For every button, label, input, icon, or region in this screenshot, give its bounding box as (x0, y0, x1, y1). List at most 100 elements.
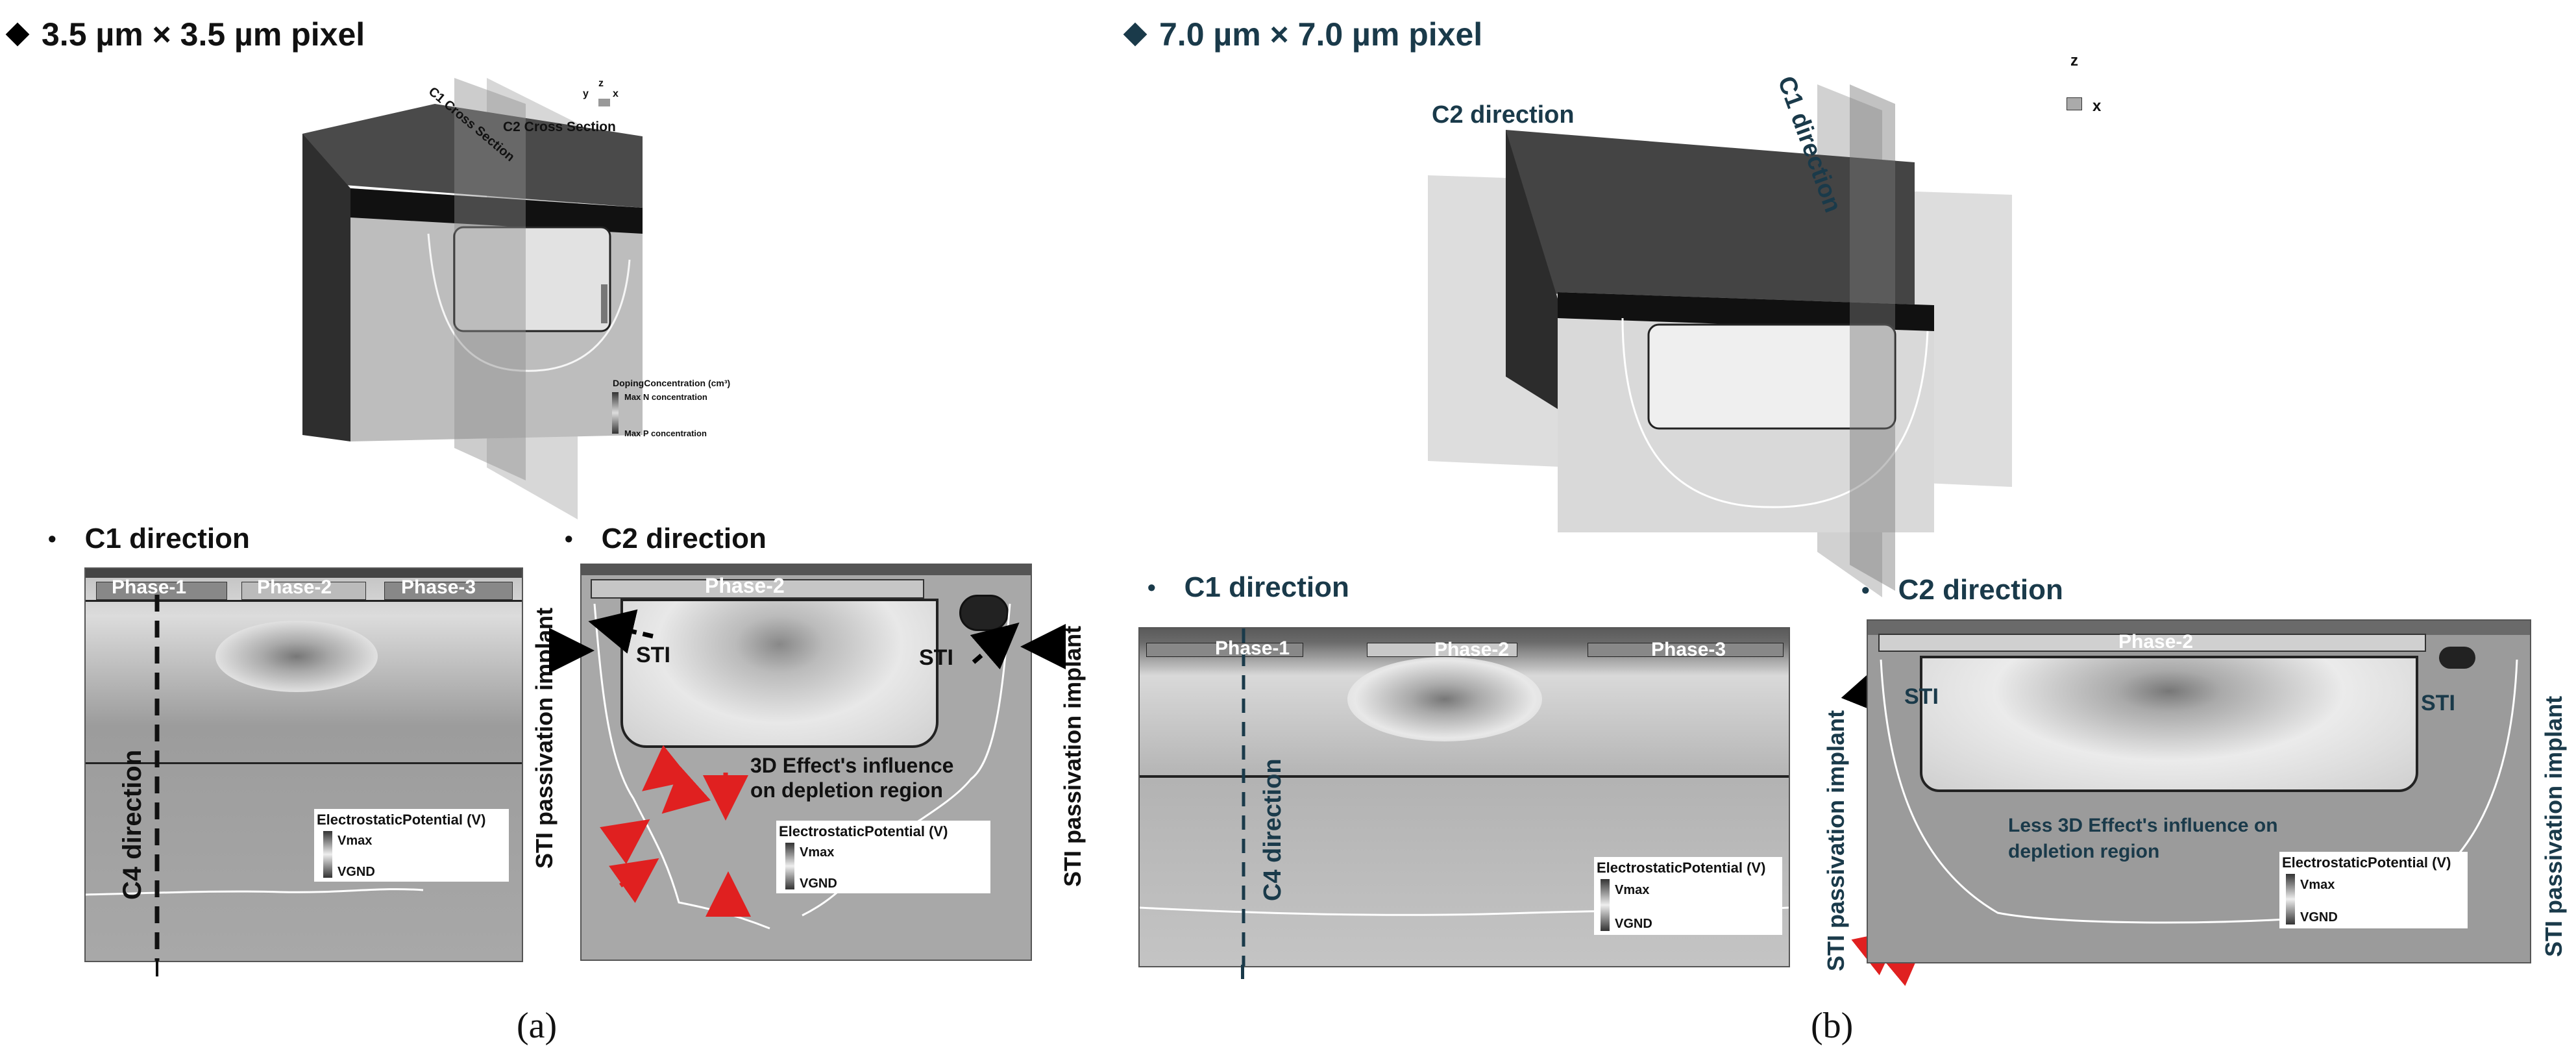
photodiode-region (620, 599, 938, 748)
phase1-label: Phase-1 (112, 577, 187, 598)
phase1-label: Phase-1 (1215, 638, 1290, 659)
box-top (1506, 130, 1915, 305)
caption-b: (b) (1811, 1006, 1854, 1046)
left-c1-heading: • C1 direction (48, 523, 250, 555)
c1-plane-overlay (1850, 84, 1895, 591)
right-c2-heading: • C2 direction (1861, 574, 2063, 606)
right-c2-panel: Phase-2 STI STI Less 3D Effect's influen… (1867, 619, 2531, 963)
phase2-gate (591, 579, 924, 599)
phase2-label: Phase-2 (705, 574, 785, 597)
right-c1-heading: • C1 direction (1147, 571, 1349, 604)
top-metal (86, 569, 522, 578)
legend-colorbar (323, 831, 332, 878)
legend-vgnd: VGND (1615, 917, 1652, 931)
left-implant-right: STI passivation implant (1059, 625, 1086, 887)
axis-x-label: x (2092, 97, 2102, 115)
doping-max-p: Max P concentration (624, 428, 707, 438)
left-3d-device-drawing (302, 78, 643, 519)
left-c1-panel: Phase-1 Phase-2 Phase-3 C4 direction Ele… (84, 567, 523, 962)
legend-vmax: Vmax (337, 834, 373, 848)
box-left (302, 134, 350, 441)
phase3-gate (1588, 643, 1784, 657)
left-c1-legend: ElectrostaticPotential (V) Vmax VGND (314, 809, 509, 882)
photodiode (1647, 323, 1896, 430)
legend-title: ElectrostaticPotential (V) (1597, 860, 1766, 876)
photodiode (453, 226, 611, 332)
left-c2-legend: ElectrostaticPotential (V) Vmax VGND (776, 821, 990, 893)
right-header-text: 7.0 µm × 7.0 µm pixel (1159, 16, 1483, 53)
legend-vmax: Vmax (800, 845, 835, 860)
left-c2-heading-text: C2 direction (601, 523, 767, 554)
box-front-layer (1558, 292, 1934, 331)
diamond-icon (5, 22, 30, 47)
potential-well (215, 621, 378, 692)
phase3-label: Phase-3 (401, 577, 476, 598)
legend-vgnd: VGND (337, 865, 375, 879)
left-header-text: 3.5 µm × 3.5 µm pixel (42, 16, 365, 53)
phase3-gate (384, 582, 513, 600)
right-c1-legend: ElectrostaticPotential (V) Vmax VGND (1594, 857, 1782, 935)
top-metal (1868, 621, 2530, 635)
doping-colorbar (612, 392, 619, 434)
right-c1-panel: Phase-1 Phase-2 Phase-3 C4 direction Ele… (1138, 627, 1790, 967)
legend-colorbar (1601, 879, 1610, 931)
c4-dash-tail (1241, 965, 1244, 979)
left-c2-panel: Phase-2 STI STI 3D Effect's influence on… (580, 564, 1032, 961)
legend-colorbar (785, 843, 794, 889)
axis-cube-icon (598, 99, 610, 106)
phase2-gate (1367, 643, 1517, 657)
left-implant-left: STI passivation implant (531, 607, 558, 869)
doping-legend-title: DopingConcentration (cm³) (613, 378, 731, 388)
legend-vgnd: VGND (800, 876, 837, 891)
box-top (302, 104, 643, 208)
right-c2-heading-text: C2 direction (1898, 574, 2063, 606)
c4-dash-tail (156, 961, 158, 976)
sti-right-label: STI (2421, 691, 2455, 715)
box-front-layer (350, 188, 643, 234)
right-c1-heading-text: C1 direction (1184, 571, 1349, 603)
left-c1-heading-text: C1 direction (84, 523, 250, 554)
phase2-label: Phase-2 (257, 577, 332, 598)
phase2-gate (241, 582, 366, 600)
sti-right-block (2439, 647, 2475, 669)
legend-colorbar (2286, 874, 2295, 925)
legend-vmax: Vmax (1615, 883, 1650, 897)
phase1-gate (1146, 643, 1303, 657)
left-c2-heading: • C2 direction (565, 523, 767, 555)
right-implant-right: STI passivation implant (2540, 695, 2567, 957)
right-3d-device-drawing (1428, 84, 2012, 597)
boundary-line (1140, 775, 1789, 778)
legend-title: ElectrostaticPotential (V) (779, 823, 948, 839)
doping-legend-swatch (601, 284, 607, 323)
top-metal (582, 565, 1031, 575)
effect-label: 3D Effect's influence on depletion regio… (750, 754, 954, 802)
legend-vmax: Vmax (2300, 878, 2335, 892)
phase1-gate (96, 582, 227, 600)
c4-direction-label: C4 direction (1259, 758, 1286, 901)
c4-direction-label: C4 direction (118, 749, 147, 900)
axis-z-label: z (2070, 52, 2078, 69)
c2-plane (454, 78, 526, 480)
phase2-gate (1878, 634, 2426, 652)
boundary-line (86, 762, 522, 764)
left-c1-curves (86, 595, 424, 961)
right-3d-device: C2 direction C1 direction z x (1428, 52, 2207, 597)
photodiode-region (1920, 656, 2418, 792)
surface-line (86, 600, 522, 602)
axis-cube-icon (2067, 97, 2082, 110)
bullet-icon: • (48, 525, 56, 552)
right-c2-legend: ElectrostaticPotential (V) Vmax VGND (2279, 852, 2468, 928)
right-header: 7.0 µm × 7.0 µm pixel (1123, 16, 1483, 53)
sti-right-label: STI (919, 645, 953, 670)
phase2-label: Phase-2 (1434, 639, 1510, 660)
right-implant-left: STI passivation implant (1822, 710, 1849, 971)
legend-title: ElectrostaticPotential (V) (317, 812, 486, 828)
box-left (1506, 130, 1558, 409)
diamond-icon (1123, 22, 1147, 47)
left-header: 3.5 µm × 3.5 µm pixel (5, 16, 365, 53)
left-3d-device: C1 Cross Section C2 Cross Section z x y … (240, 65, 746, 519)
bullet-icon: • (1861, 577, 1870, 603)
sti-left-label: STI (1904, 684, 1939, 709)
doping-max-n: Max N concentration (624, 392, 707, 402)
c2-cross-label: C2 Cross Section (503, 119, 616, 134)
